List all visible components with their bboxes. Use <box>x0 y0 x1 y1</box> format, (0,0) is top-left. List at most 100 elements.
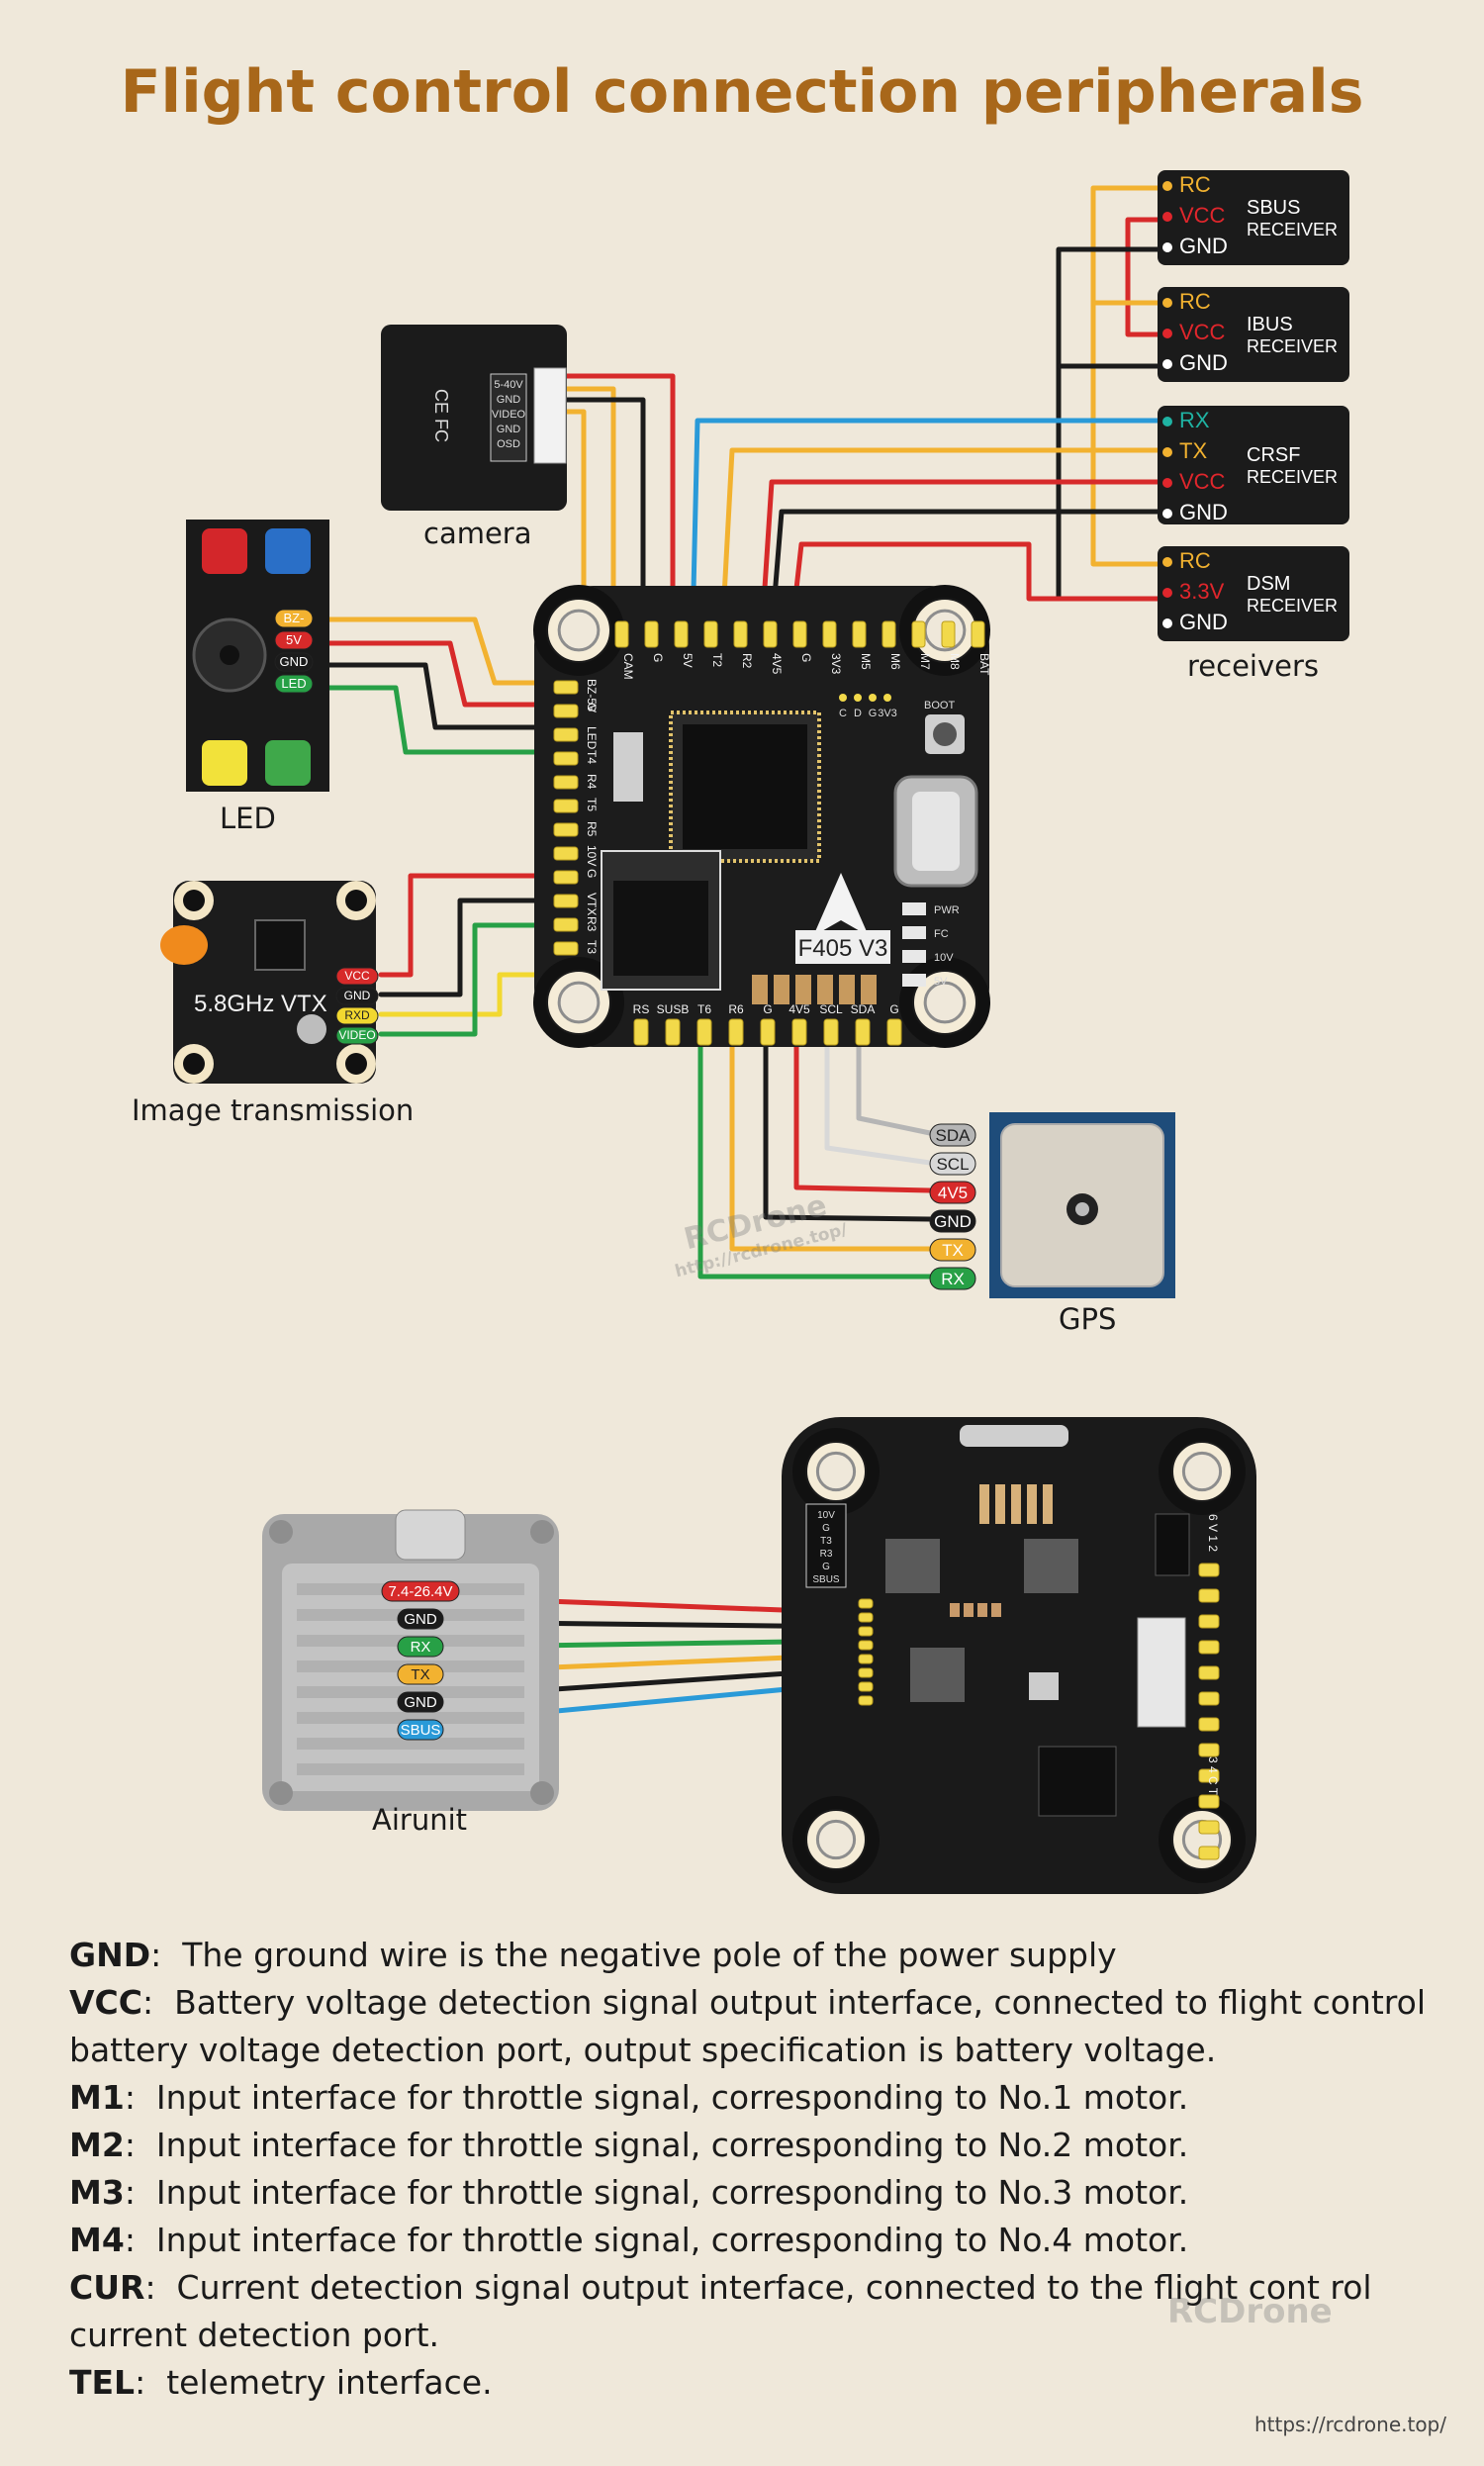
fc-capacitor <box>839 975 855 1004</box>
gps-pin-tag <box>929 1209 976 1233</box>
fc-status-led-label: FC <box>934 928 949 940</box>
airunit-pin-tag <box>397 1719 444 1741</box>
fc-capacitor <box>752 975 768 1004</box>
vtx-wire-gnd <box>378 898 567 997</box>
airunit-pin-label: RX <box>411 1639 431 1656</box>
camera-pin-label: OSD <box>497 438 520 450</box>
airunit-fin <box>297 1712 524 1724</box>
fc-top-pad-label: BAT <box>977 653 991 676</box>
fc-top-pad-label: 5V <box>681 653 695 668</box>
fc-bottom-pad <box>886 1018 902 1046</box>
pin-legend: GND: The ground wire is the negative pol… <box>69 1932 1435 2407</box>
receiver-pin-dot <box>1162 298 1172 308</box>
led-pin-label: LED <box>281 676 306 691</box>
airunit-pin-tag <box>397 1691 444 1713</box>
pdb-diode <box>1155 1513 1190 1576</box>
fc-mount-hole <box>557 609 601 652</box>
gps-pin-tag <box>929 1238 976 1262</box>
vtx-hole <box>183 890 205 911</box>
fc-mcu <box>683 724 807 849</box>
legend-row: M4: Input interface for throttle signal,… <box>69 2221 1189 2259</box>
receiver-pin-dot <box>1162 618 1172 628</box>
pdb-pad-label: R3 <box>820 1549 833 1560</box>
fc-status-led <box>902 974 926 987</box>
fc-bottom-pad-label: SDA <box>851 1002 876 1016</box>
led-wire-gnd <box>300 662 567 730</box>
airunit-pin-label: 7.4-26.4V <box>388 1583 452 1600</box>
fc-bottom-pad <box>760 1018 776 1046</box>
fc-left-pad <box>553 822 579 837</box>
fc-bottom-pad-label: G <box>889 1002 898 1016</box>
page-title: Flight control connection peripherals <box>120 57 1364 127</box>
gps-antenna-dot <box>1075 1202 1089 1216</box>
fc-left-pad-label: T3 <box>585 940 599 954</box>
pdb-right-bottom-label: 3 4 C T <box>1206 1756 1220 1796</box>
vtx-hole <box>345 890 367 911</box>
legend-row: CUR: Current detection signal output int… <box>69 2268 1372 2354</box>
fc-left-pad-label: T5 <box>585 798 599 811</box>
pdb-inductor <box>1024 1539 1078 1593</box>
fc-top-pad <box>703 620 718 648</box>
pdb-connector <box>1137 1617 1186 1728</box>
fc-left-pad-label: BZ-5V <box>585 679 599 712</box>
led-green <box>265 740 311 786</box>
led-wire-led <box>300 685 567 755</box>
fc-small-pad-label: D <box>854 708 862 719</box>
receiver-sub: RECEIVER <box>1247 336 1338 356</box>
gps-wire-gnd <box>763 1021 933 1222</box>
vtx-chip <box>254 919 306 971</box>
fc-bottom-pad <box>696 1018 712 1046</box>
camera-pin-block <box>490 373 527 462</box>
led-pin-tag <box>274 630 314 650</box>
fc-usb-inner <box>912 792 960 871</box>
camera-connector <box>533 367 567 464</box>
gps-pin-tag <box>929 1152 976 1176</box>
footer-url: https://rcdrone.top/ <box>1253 2413 1446 2436</box>
receiver-pin-dot <box>1162 588 1172 598</box>
fc-left-pad-label: R5 <box>585 821 599 837</box>
led-pin-label: BZ- <box>284 611 305 625</box>
camera-body <box>381 325 567 511</box>
vtx-hole <box>183 1053 205 1075</box>
fc-boot-button-cap <box>933 722 957 746</box>
receiver-module <box>1158 406 1349 524</box>
pdb-mount-hole <box>1181 1451 1223 1492</box>
pdb-pad <box>858 1654 874 1664</box>
pdb-usb <box>960 1425 1068 1447</box>
receiver-pin-dot <box>1162 509 1172 519</box>
fc-top-pad-label: M6 <box>888 653 902 670</box>
fc-capacitor <box>774 975 789 1004</box>
camera-pin-label: GND <box>497 394 521 406</box>
receiver-module <box>1158 546 1349 641</box>
fc-small-pad <box>869 694 877 702</box>
receiver-sub: RECEIVER <box>1247 467 1338 487</box>
fc-model-plate <box>795 930 890 964</box>
camera-wire-cam <box>551 386 616 636</box>
airunit-screw <box>530 1520 554 1544</box>
receiver-pin-label: TX <box>1179 438 1207 463</box>
camera-wire-5v <box>551 373 676 636</box>
fc-top-pad <box>674 620 689 648</box>
fc-bottom-pad <box>791 1018 807 1046</box>
fc-bottom-pad <box>728 1018 744 1046</box>
fc-top-pad-label: 4V5 <box>770 653 784 675</box>
pdb-pad <box>858 1640 874 1651</box>
receiver-pin-label: VCC <box>1179 469 1226 494</box>
gps-pin-label: SCL <box>936 1155 969 1174</box>
fc-top-pad <box>911 620 926 648</box>
pdb-resistor <box>991 1603 1001 1617</box>
rx-dsm-33v <box>788 541 1165 636</box>
vtx-pin-label: VIDEO <box>338 1028 375 1042</box>
fc-small-pad <box>854 694 862 702</box>
led-blue <box>265 528 311 574</box>
pdb-resistor <box>964 1603 974 1617</box>
receiver-module <box>1158 287 1349 382</box>
pdb-right-top-label: 6 V 1 2 <box>1206 1514 1220 1552</box>
led-pin-tag <box>274 674 314 694</box>
airunit-pin-label: TX <box>411 1666 429 1683</box>
fc-bottom-pad <box>665 1018 681 1046</box>
vtx-pin-tag <box>335 967 379 986</box>
legend-row: M1: Input interface for throttle signal,… <box>69 2078 1189 2117</box>
pdb-label-block <box>805 1503 847 1588</box>
